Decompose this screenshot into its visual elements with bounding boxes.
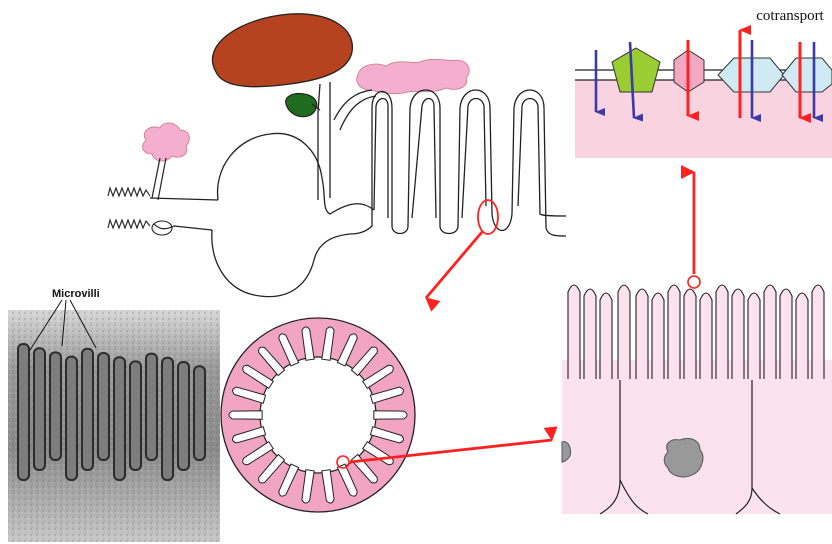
stomach-shape bbox=[212, 133, 374, 296]
salivary-duct bbox=[152, 158, 160, 198]
micrograph-villus bbox=[50, 352, 61, 460]
enterocyte-microvillus bbox=[716, 285, 728, 380]
enterocyte-microvillus bbox=[780, 289, 792, 380]
crypt-invagination bbox=[229, 411, 262, 419]
enterocyte-microvillus bbox=[568, 285, 580, 380]
pancreatic-duct bbox=[334, 90, 372, 120]
nucleus-shape bbox=[664, 438, 703, 476]
enterocyte-microvillus bbox=[618, 285, 630, 380]
micrograph-villus bbox=[34, 348, 45, 470]
pancreatic-duct-2 bbox=[340, 96, 376, 130]
micrograph-villus bbox=[66, 357, 77, 480]
liver-shape bbox=[212, 14, 352, 87]
micrograph-villus bbox=[162, 358, 173, 480]
microvillus-highlight-circle bbox=[688, 276, 700, 288]
enterocyte-microvillus bbox=[796, 293, 808, 380]
enterocyte-panel bbox=[562, 276, 832, 514]
small-intestine-inner bbox=[374, 99, 566, 219]
lower-teeth bbox=[108, 220, 150, 228]
small-intestine-outer bbox=[350, 90, 566, 236]
enterocyte-microvillus bbox=[732, 289, 744, 380]
microvilli-micrograph: Microvilli bbox=[8, 288, 220, 542]
crypt-invagination bbox=[374, 411, 407, 419]
micrograph-villus bbox=[178, 362, 189, 470]
intestine-highlight-circle bbox=[478, 200, 498, 234]
esophagus-upper-wall bbox=[150, 198, 218, 200]
gallbladder-shape bbox=[286, 93, 317, 116]
upper-teeth bbox=[108, 188, 150, 196]
enterocyte-microvillus bbox=[812, 285, 824, 380]
enterocyte-microvillus bbox=[700, 293, 712, 380]
green-pentagon-transporter bbox=[612, 48, 660, 92]
micrograph-villus bbox=[82, 349, 93, 470]
intestine-cross-section bbox=[221, 318, 415, 512]
cotransport-label: cotransport bbox=[756, 8, 824, 24]
microvilli-label: Microvilli bbox=[52, 288, 100, 300]
enterocyte-microvillus bbox=[748, 293, 760, 380]
enterocyte-microvillus bbox=[636, 289, 648, 380]
enterocyte-microvillus bbox=[764, 285, 776, 380]
arrow-intestine-to-cross-section bbox=[426, 232, 482, 298]
esophagus-lower-wall bbox=[154, 224, 212, 230]
enterocyte-microvillus bbox=[684, 289, 696, 380]
enterocyte-microvillus bbox=[652, 293, 664, 380]
enterocyte-microvillus bbox=[584, 289, 596, 380]
micrograph-villus bbox=[98, 353, 109, 460]
salivary-gland-shape bbox=[143, 123, 190, 161]
digestive-tract-overview bbox=[108, 14, 566, 297]
micrograph-villus bbox=[114, 357, 125, 480]
micrograph-villus bbox=[146, 354, 157, 460]
enterocyte-cytoplasm bbox=[562, 360, 832, 514]
liver-duct bbox=[318, 84, 320, 200]
micrograph-villus bbox=[194, 366, 205, 460]
enterocyte-microvillus bbox=[668, 285, 680, 380]
enterocyte-microvillus bbox=[600, 293, 612, 380]
micrograph-villus bbox=[130, 361, 141, 470]
membrane-cytoplasm bbox=[575, 80, 832, 158]
pancreas-shape bbox=[357, 59, 470, 93]
cotransport-panel: cotransport bbox=[575, 8, 832, 158]
micrograph-villus bbox=[18, 344, 29, 480]
